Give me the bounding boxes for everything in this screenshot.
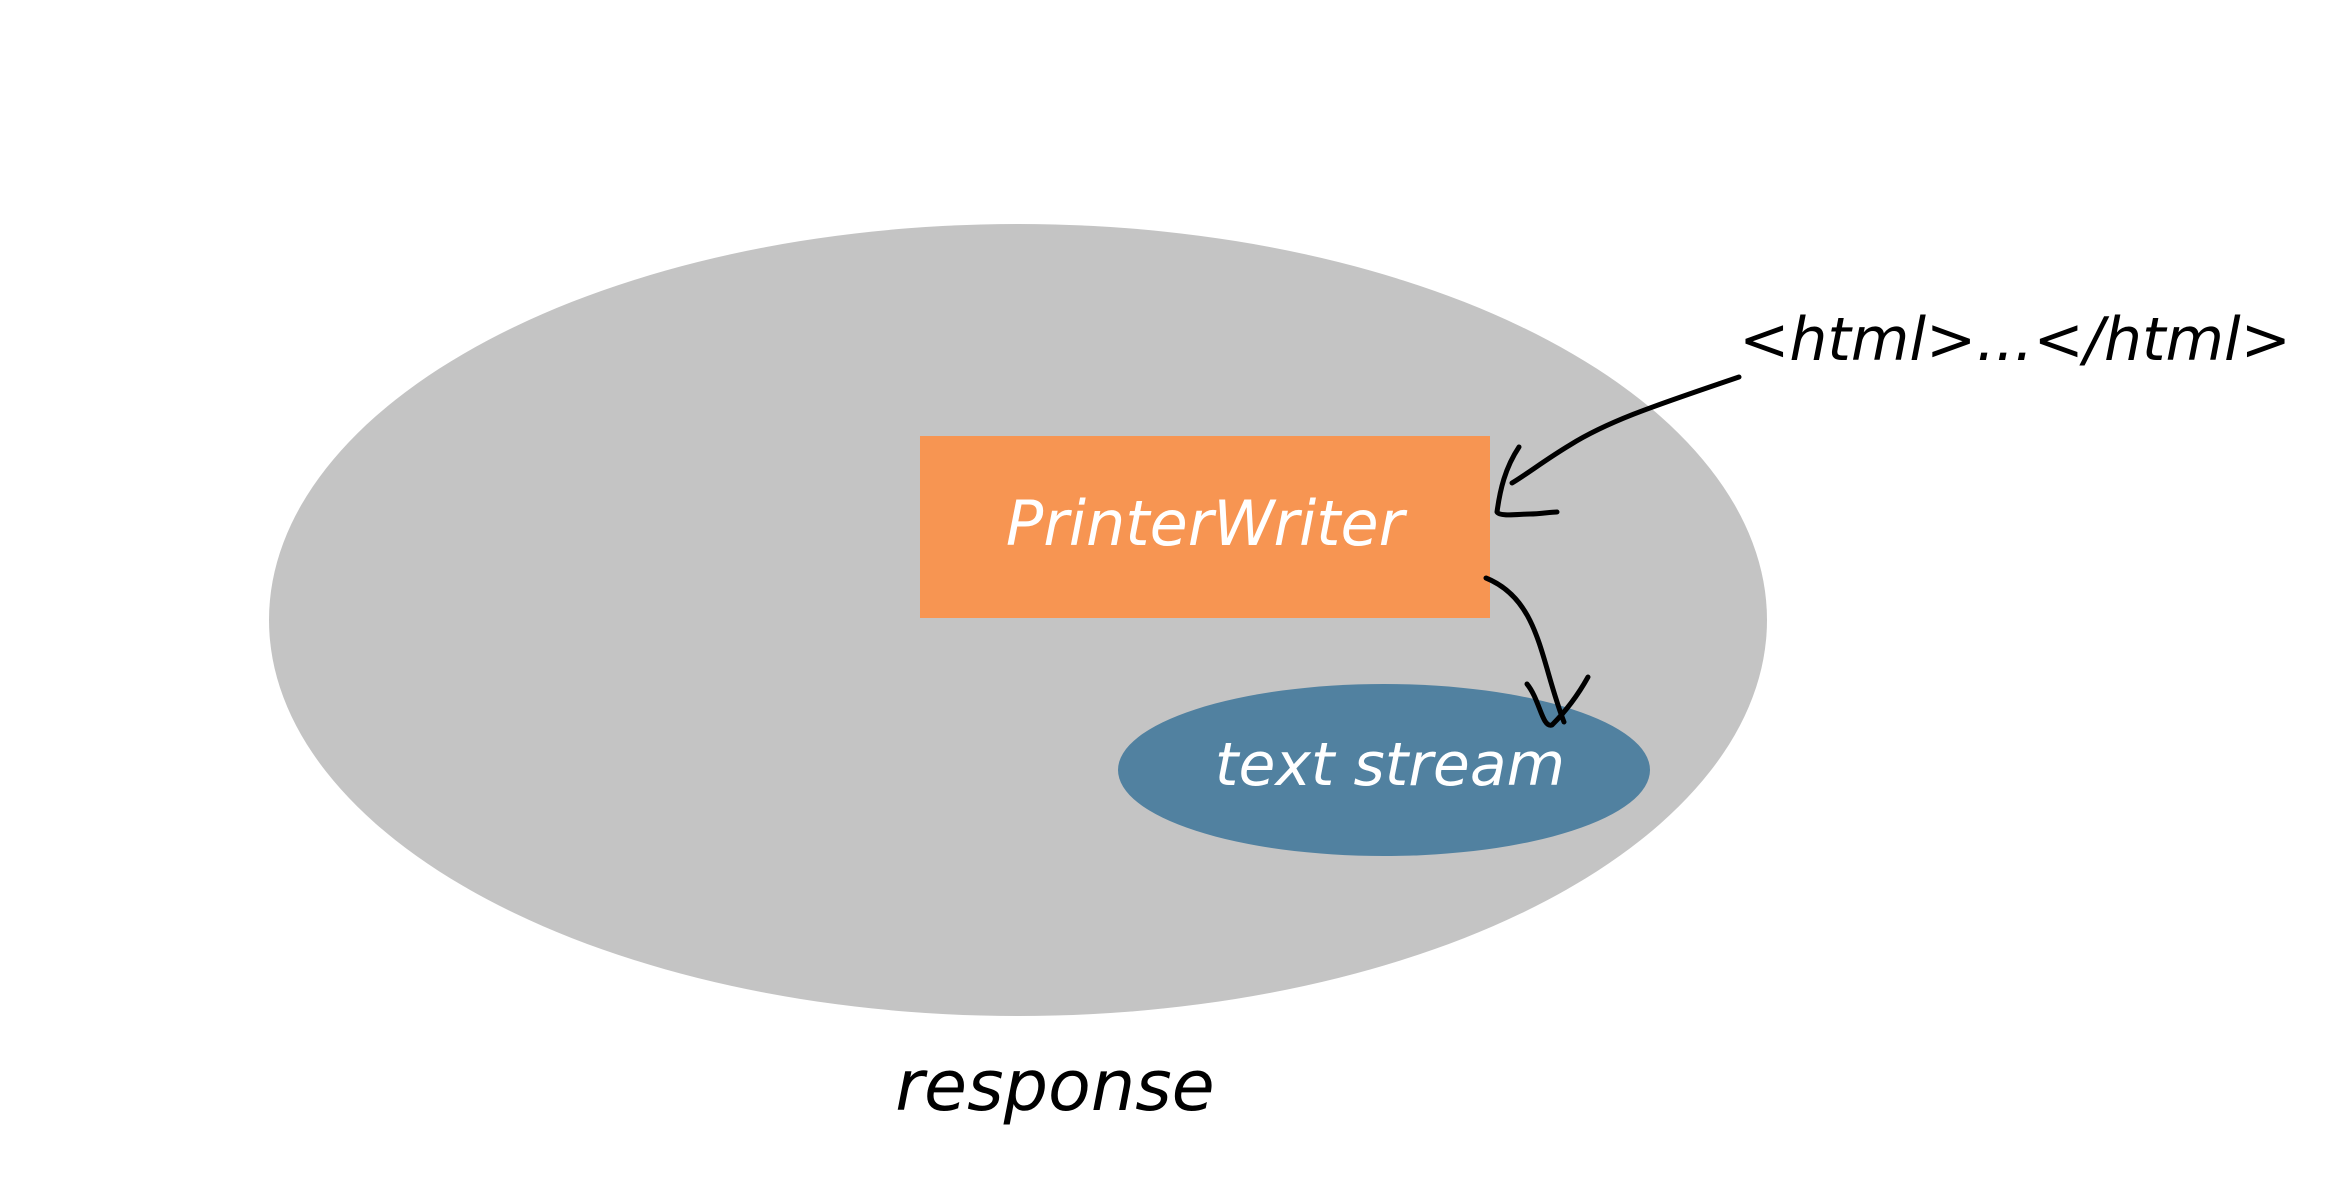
arrow-writer-to-stream	[1483, 575, 1591, 728]
arrowhead-icon	[1494, 444, 1560, 518]
text-stream-label: text stream	[1215, 730, 1565, 800]
printerwriter-box	[920, 436, 1490, 618]
response-label: response	[895, 1045, 1214, 1127]
arrow-html-to-writer	[1494, 374, 1742, 518]
html-input-label: <html>...</html>	[1739, 305, 2291, 375]
printerwriter-label: PrinterWriter	[1006, 487, 1408, 560]
arrowhead-icon	[1524, 674, 1591, 728]
response-ellipse	[269, 224, 1767, 1016]
text-stream-ellipse	[1118, 684, 1650, 856]
